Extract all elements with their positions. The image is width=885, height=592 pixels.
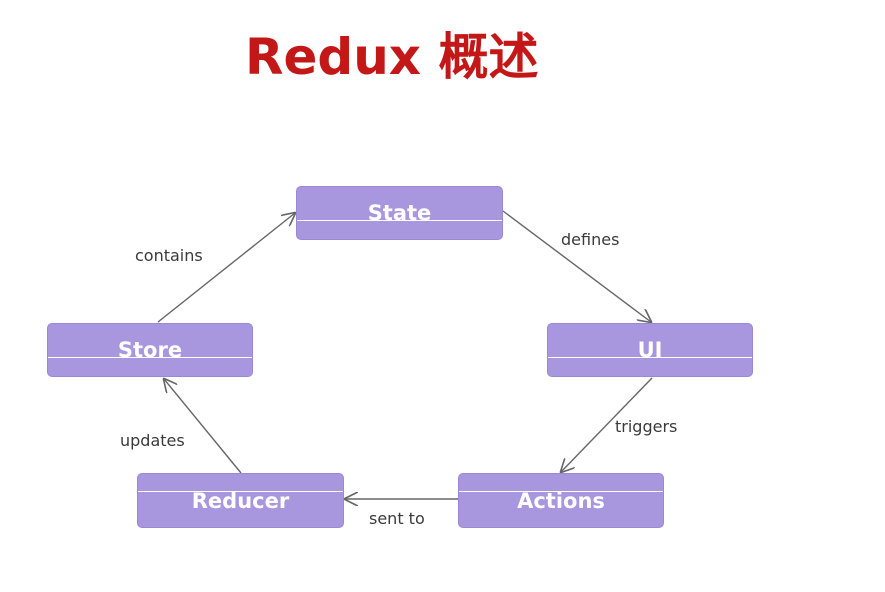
edge-label-updates: updates (120, 431, 185, 450)
edge-label-sent-to: sent to (369, 509, 425, 528)
edge-triggers-arrow (561, 377, 653, 472)
node-store-label: Store (117, 338, 183, 362)
edge-defines-arrow (502, 210, 651, 322)
node-actions-label: Actions (517, 488, 605, 513)
node-actions: Actions (458, 473, 664, 528)
edge-updates-arrow (164, 379, 242, 474)
edge-label-contains: contains (135, 246, 203, 265)
node-store: Store (47, 323, 253, 377)
node-ui-label: UI (637, 338, 663, 362)
node-state: State (296, 186, 503, 240)
node-reducer-label: Reducer (191, 488, 290, 513)
edge-label-defines: defines (561, 230, 620, 249)
node-reducer: Reducer (137, 473, 344, 528)
node-ui: UI (547, 323, 753, 377)
edge-label-triggers: triggers (615, 417, 678, 436)
node-state-label: State (367, 201, 432, 225)
page-title: Redux 概述 (245, 28, 539, 86)
edge-contains-arrow (157, 213, 295, 323)
